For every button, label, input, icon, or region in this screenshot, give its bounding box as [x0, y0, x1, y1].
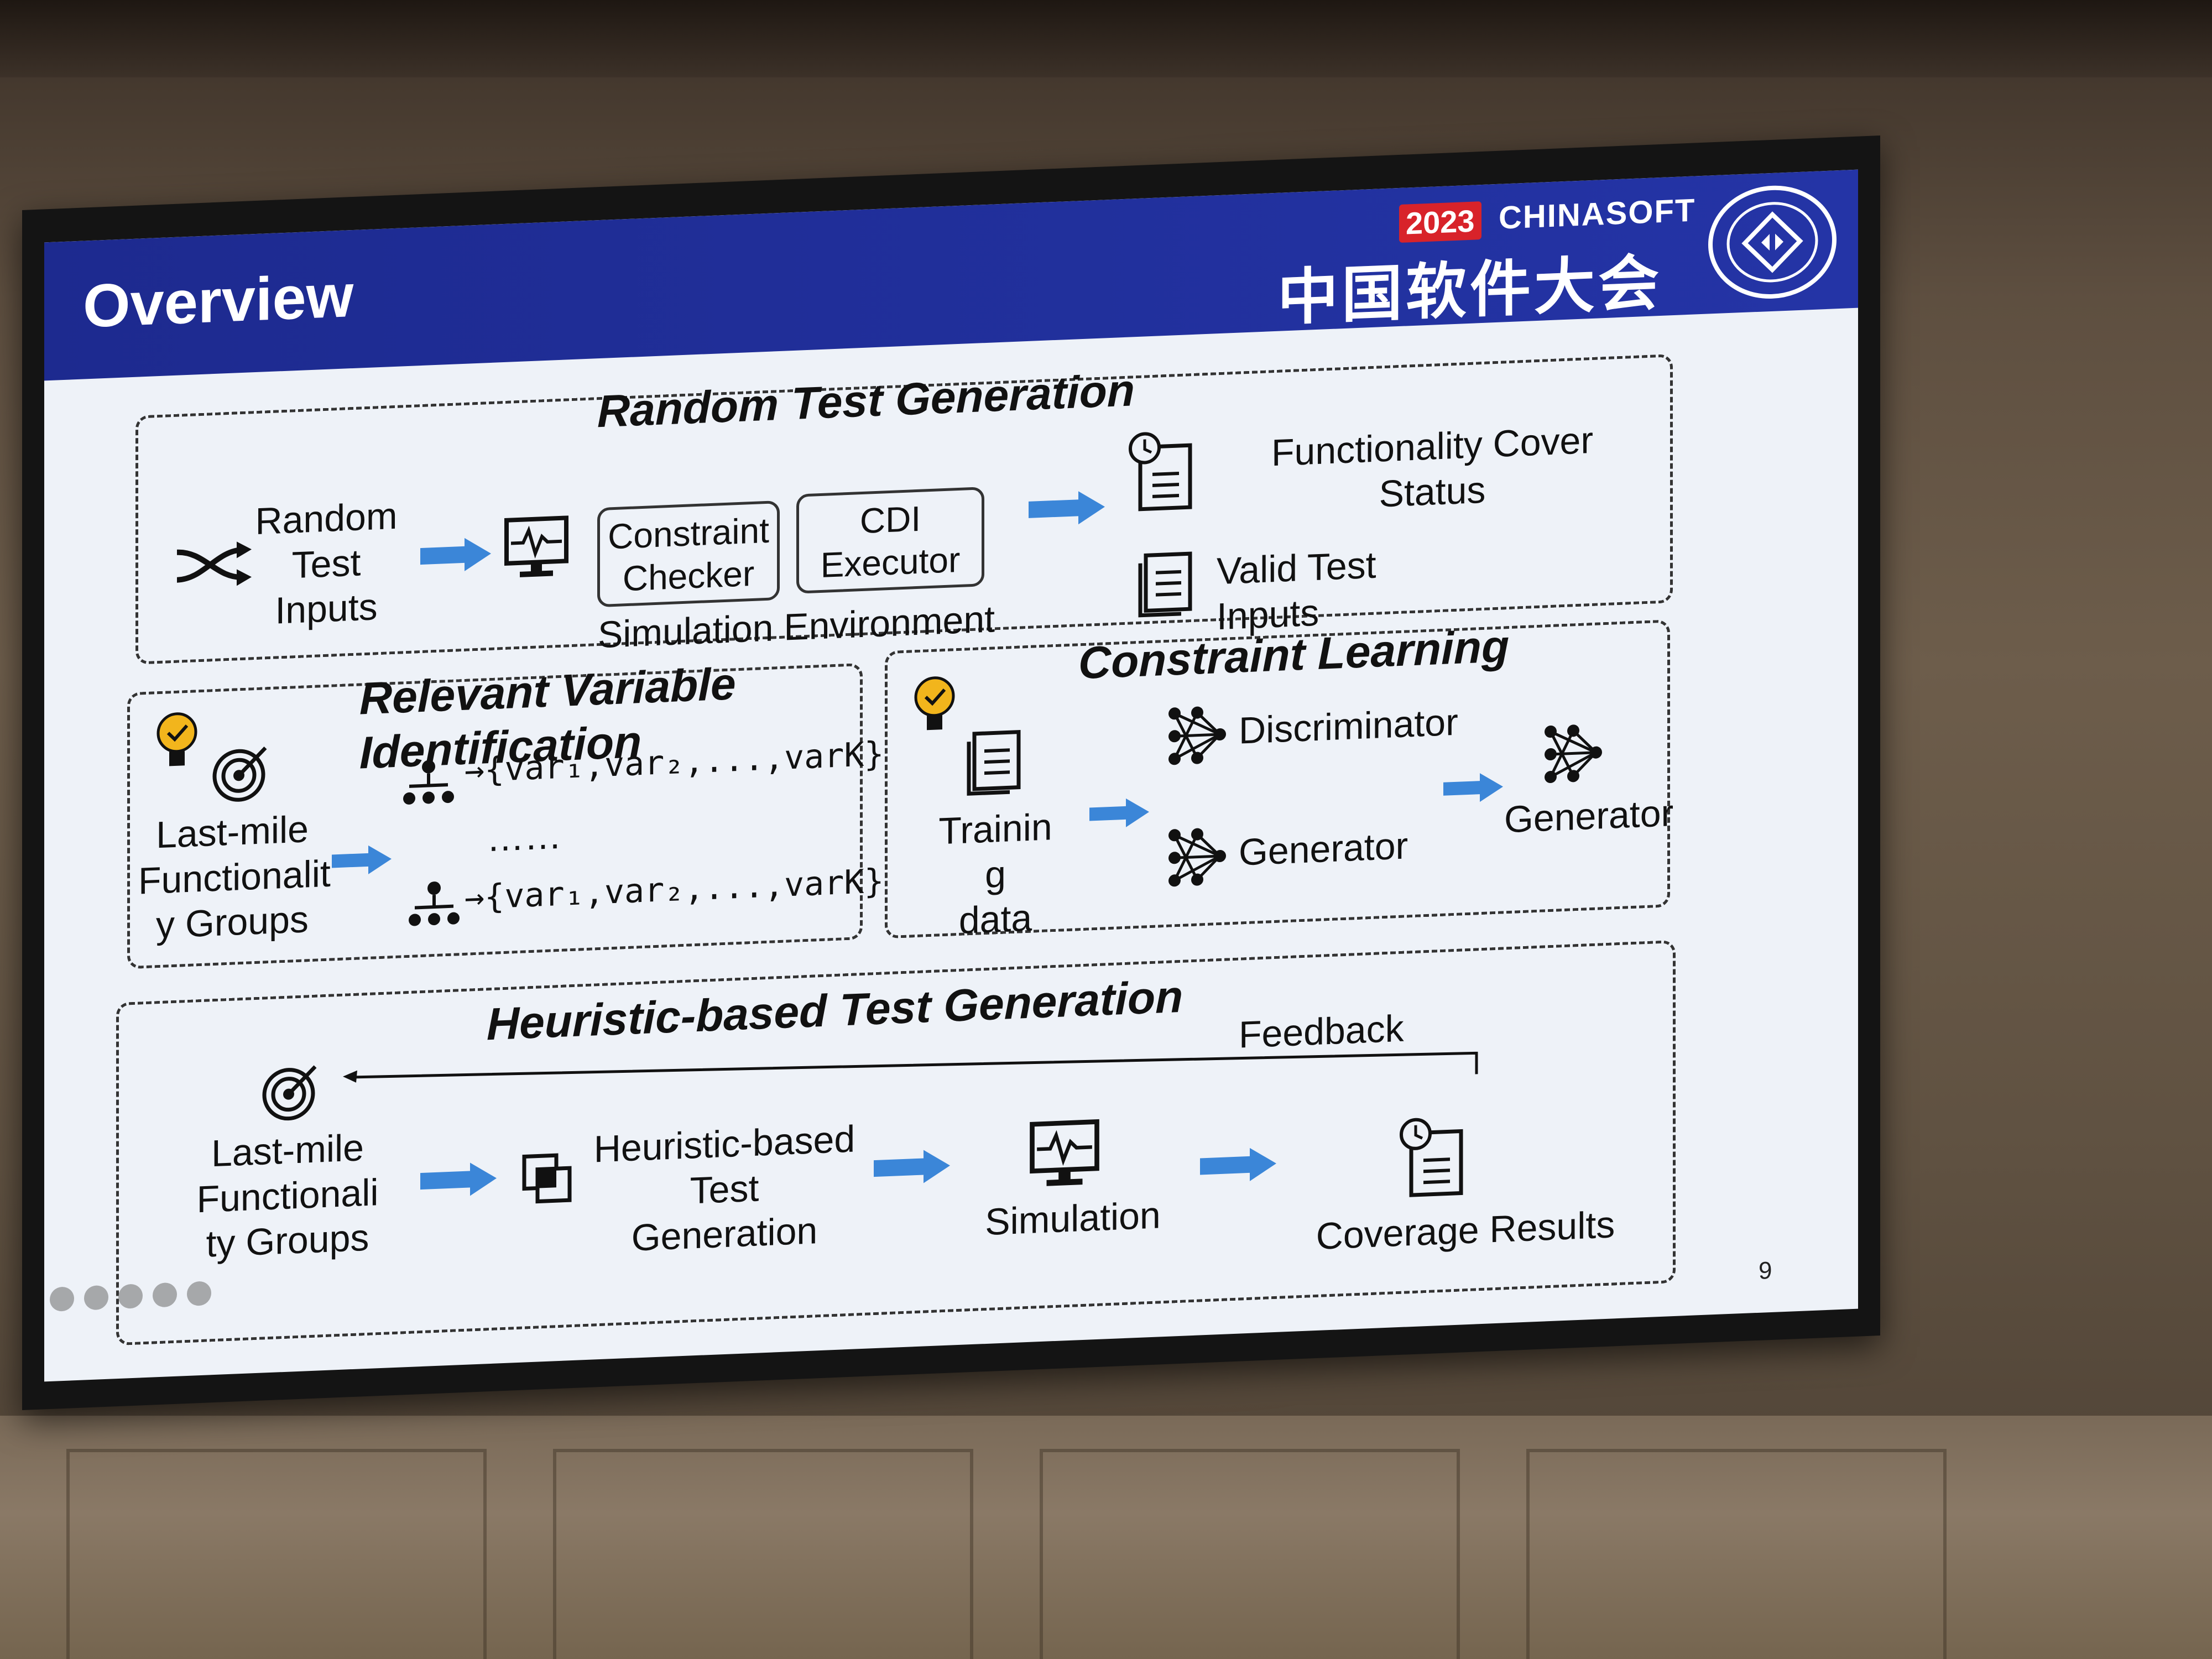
ccf-seal-icon [1708, 185, 1837, 299]
wall-panel [1040, 1449, 1460, 1659]
functionality-cover-status-label: Functionality Cover Status [1271, 419, 1594, 515]
neural-net-icon [1545, 724, 1602, 783]
document-icon [967, 729, 1021, 796]
report-clock-icon [1400, 1118, 1463, 1197]
simulation-label: Simulation [985, 1194, 1161, 1244]
target-icon [212, 746, 267, 802]
next-slide-button[interactable] [84, 1285, 108, 1311]
logo-brand-cn: 中国软件大会 [1277, 248, 1662, 332]
lightbulb-icon [914, 676, 955, 731]
heuristic-test-generation-label: Heuristic-based Test Generation [593, 1118, 855, 1259]
neural-net-icon [1168, 828, 1226, 887]
flow-arrow [420, 1162, 497, 1196]
logo-year-badge: 2023 [1399, 201, 1481, 243]
slide-title: Overview [83, 261, 354, 341]
shuffle-icon [176, 541, 252, 586]
logo-brand-en: CHINASOFT [1499, 192, 1696, 236]
wall-panel [1526, 1449, 1947, 1659]
flow-arrow [1200, 1147, 1276, 1181]
slide-page-number: 9 [1759, 1256, 1772, 1285]
hierarchy-icon [403, 760, 454, 805]
layers-icon [522, 1153, 572, 1204]
prev-slide-button[interactable] [50, 1286, 74, 1312]
slide-banner: Overview 2023 CHINASOFT 中国软件大会 [44, 169, 1858, 381]
wall-panel [66, 1449, 487, 1659]
monitor-icon [504, 515, 568, 577]
flow-arrow [332, 845, 392, 874]
display-monitor: Overview 2023 CHINASOFT 中国软件大会 Random Te… [22, 135, 1880, 1411]
neural-net-icon [1168, 706, 1226, 765]
flow-arrow [1089, 798, 1149, 827]
monitor-icon [1030, 1119, 1099, 1186]
cdi-executor-box: CDI Executor [796, 487, 984, 594]
wall-wainscot [0, 1416, 2212, 1659]
flow-arrow [1029, 491, 1105, 525]
generator-right-label: Generator [1504, 792, 1674, 841]
wall-panel [553, 1449, 973, 1659]
feedback-label: Feedback [1239, 1007, 1404, 1056]
document-icon [1138, 551, 1192, 618]
var-ellipsis: …… [487, 814, 562, 860]
discriminator-label: Discriminator [1239, 701, 1458, 752]
random-test-inputs-label: Random Test Inputs [255, 494, 398, 632]
pen-tool-button[interactable] [118, 1284, 143, 1310]
ceiling [0, 0, 2212, 77]
flow-arrow [420, 538, 491, 571]
generator-left-label: Generator [1239, 825, 1408, 874]
last-mile-groups-label: Last-mile Functionalit y Groups [138, 808, 331, 947]
view-button[interactable] [153, 1282, 177, 1308]
target-icon [262, 1065, 317, 1121]
lightbulb-icon [156, 712, 197, 766]
hierarchy-icon [409, 881, 460, 926]
report-clock-icon [1129, 432, 1192, 512]
last-mile-groups-label-2: Last-mile Functionali ty Groups [196, 1126, 379, 1265]
feedback-arrow [343, 1051, 1478, 1083]
more-button[interactable] [187, 1281, 211, 1307]
flow-arrow [874, 1150, 950, 1183]
constraint-checker-box: Constraint Checker [597, 500, 780, 608]
training-data-label: Trainin g data [938, 806, 1052, 942]
flow-arrow [1443, 773, 1503, 802]
slide-screen: Overview 2023 CHINASOFT 中国软件大会 Random Te… [44, 169, 1858, 1382]
